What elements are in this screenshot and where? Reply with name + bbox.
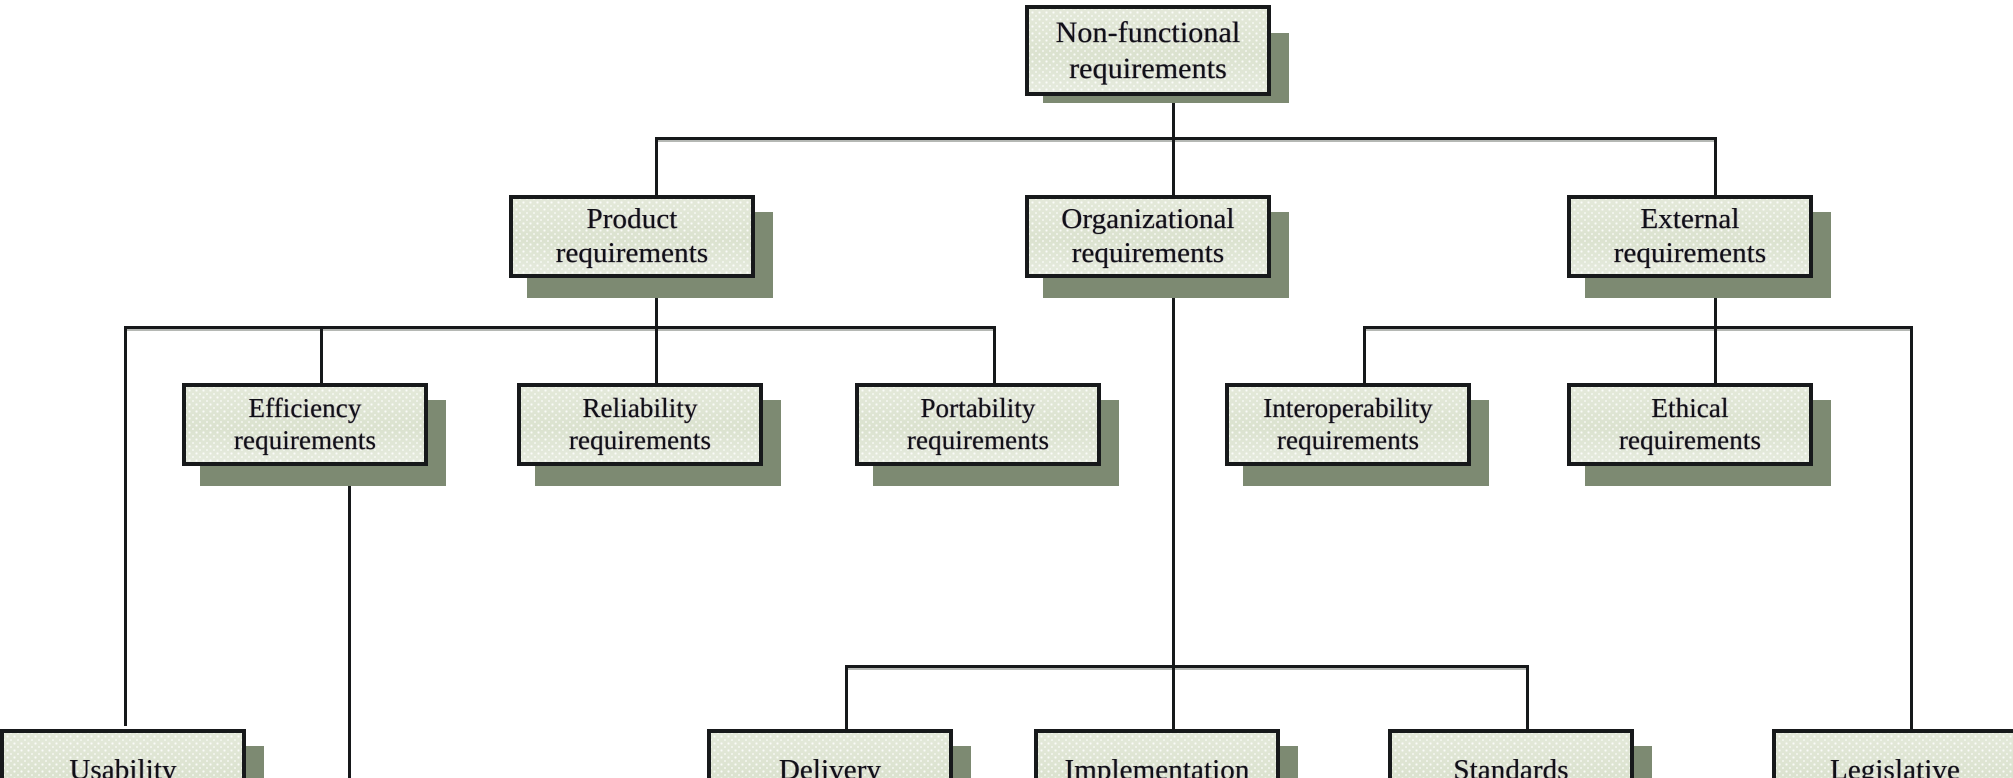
node-label-line1: Interoperability — [1263, 392, 1433, 423]
node-label-line2: requirements — [1071, 236, 1225, 269]
node-portability-requirements[interactable]: Portability requirements — [855, 383, 1101, 466]
node-label-line1: Ethical — [1651, 392, 1729, 423]
edge-external-to-legislative — [1910, 326, 1913, 729]
edge-org-to-implementation — [1172, 665, 1175, 729]
edge-level2-bus — [655, 137, 1717, 140]
edge-org-to-delivery — [845, 665, 848, 729]
node-product-requirements[interactable]: Product requirements — [509, 195, 755, 278]
node-label-line1: Reliability — [582, 392, 698, 423]
node-label-line2: requirements — [1276, 424, 1420, 455]
edge-product-stem — [655, 278, 658, 328]
node-label-line1: External — [1640, 202, 1740, 235]
edge-product-to-efficiency — [320, 326, 323, 383]
node-label-line2: requirements — [1613, 236, 1767, 269]
node-reliability-requirements[interactable]: Reliability requirements — [517, 383, 763, 466]
node-ethical-requirements[interactable]: Ethical requirements — [1567, 383, 1813, 466]
node-implementation[interactable]: Implementation — [1034, 729, 1280, 778]
node-label-line1: Standards — [1453, 753, 1569, 778]
edge-product-to-portability — [993, 326, 996, 383]
node-label-line2: requirements — [555, 236, 709, 269]
node-delivery[interactable]: Delivery — [707, 729, 953, 778]
node-label-line2: requirements — [1618, 424, 1762, 455]
edge-product-bus — [124, 326, 996, 329]
node-external-requirements[interactable]: External requirements — [1567, 195, 1813, 278]
edge-to-external — [1714, 137, 1717, 195]
node-legislative[interactable]: Legislative — [1772, 729, 2013, 778]
node-label-line1: Delivery — [778, 753, 882, 778]
edge-org-to-standards — [1526, 665, 1529, 729]
node-usability[interactable]: Usability — [0, 729, 246, 778]
node-label-line1: Non-functional — [1055, 16, 1241, 50]
edge-external-to-ethical — [1714, 326, 1717, 383]
edge-organizational-bus — [845, 665, 1529, 668]
edge-product-to-usability — [124, 326, 127, 726]
node-label-line2: requirements — [568, 424, 712, 455]
node-label-line1: Portability — [920, 392, 1036, 423]
node-label-line1: Organizational — [1061, 202, 1235, 235]
node-label-line2: requirements — [1069, 51, 1227, 85]
node-label-line1: Usability — [69, 753, 177, 778]
node-efficiency-requirements[interactable]: Efficiency requirements — [182, 383, 428, 466]
edge-product-to-reliability — [655, 326, 658, 383]
edge-to-product — [655, 137, 658, 195]
node-non-functional-requirements[interactable]: Non-functional requirements — [1025, 5, 1271, 96]
node-label-line1: Efficiency — [248, 392, 362, 423]
edge-external-to-interoperability — [1363, 326, 1366, 383]
node-standards[interactable]: Standards — [1388, 729, 1634, 778]
node-label-line1: Product — [586, 202, 678, 235]
edge-organizational-stem — [1172, 278, 1175, 668]
node-label-line2: requirements — [906, 424, 1050, 455]
edge-efficiency-stem — [348, 466, 351, 778]
node-organizational-requirements[interactable]: Organizational requirements — [1025, 195, 1271, 278]
node-interoperability-requirements[interactable]: Interoperability requirements — [1225, 383, 1471, 466]
edge-external-stem — [1714, 278, 1717, 328]
node-label-line1: Legislative — [1830, 753, 1960, 778]
node-label-line2: requirements — [233, 424, 377, 455]
edge-to-organizational — [1172, 137, 1175, 195]
edge-root-stem — [1172, 96, 1175, 140]
node-label-line1: Implementation — [1064, 753, 1250, 778]
edge-external-bus — [1363, 326, 1913, 329]
